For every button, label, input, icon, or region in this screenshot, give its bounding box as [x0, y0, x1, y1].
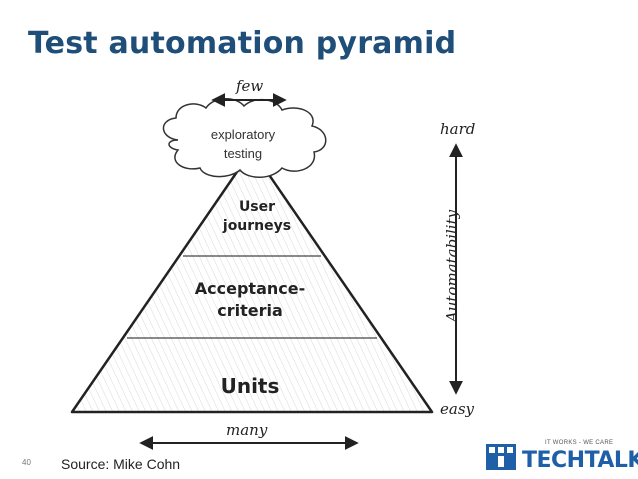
hard-label: hard	[440, 120, 476, 138]
layer-acceptance-criteria: Acceptance- criteria	[188, 278, 312, 322]
source-text: Source: Mike Cohn	[61, 456, 181, 472]
page-number: 40	[22, 458, 31, 467]
layer-user-journeys: User journeys	[212, 198, 302, 236]
cloud-label-line1: exploratory	[210, 127, 276, 142]
layer-acceptance-line2: criteria	[217, 301, 283, 320]
cloud-shape	[162, 98, 327, 178]
easy-label: easy	[440, 400, 474, 418]
layer-user-journeys-line1: User	[238, 199, 276, 215]
layer-acceptance-line1: Acceptance-	[194, 279, 306, 298]
layer-user-journeys-line2: journeys	[222, 218, 292, 234]
few-label: few	[236, 77, 264, 95]
automatability-label: Automatability	[443, 209, 461, 323]
techtalk-logo-icon	[486, 444, 516, 470]
pyramid-shape	[70, 148, 434, 414]
cloud-label: exploratory testing	[196, 125, 290, 163]
logo-brand: TECHTALK	[522, 448, 638, 473]
logo-tagline: IT WORKS - WE CARE	[545, 440, 614, 446]
cloud-label-line2: testing	[223, 146, 263, 161]
many-label: many	[226, 421, 268, 439]
layer-units: Units	[220, 374, 280, 398]
page-title: Test automation pyramid	[28, 26, 457, 61]
